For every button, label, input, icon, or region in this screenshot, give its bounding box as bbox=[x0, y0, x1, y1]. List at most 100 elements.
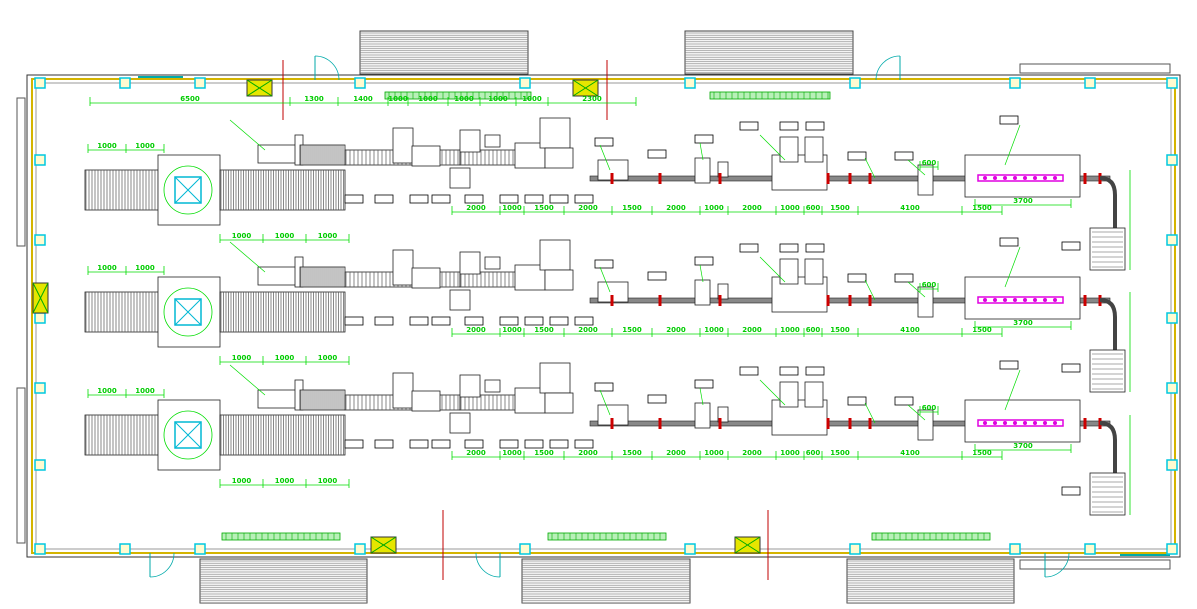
column bbox=[684, 543, 696, 555]
roller-conveyor bbox=[459, 149, 521, 166]
cartoning-base bbox=[544, 147, 574, 169]
equipment-label-box bbox=[647, 394, 667, 404]
column bbox=[34, 77, 46, 89]
filling-head bbox=[779, 136, 799, 163]
column bbox=[1009, 77, 1021, 89]
equipment-label-box bbox=[594, 137, 614, 147]
equipment-label-box bbox=[549, 439, 569, 449]
window-frame bbox=[871, 532, 991, 541]
column bbox=[1166, 382, 1178, 394]
curved-conveyor bbox=[1099, 176, 1117, 265]
dimension-label: 2000 bbox=[578, 326, 598, 334]
stopper bbox=[826, 418, 830, 429]
dimension-label: 1500 bbox=[622, 204, 642, 212]
dimension-label: 2000 bbox=[742, 204, 762, 212]
dimension-label: 600 bbox=[806, 326, 821, 334]
stacker bbox=[392, 372, 414, 409]
equipment-label-box bbox=[499, 439, 519, 449]
dimension-label: 1000 bbox=[502, 326, 522, 334]
leader-line bbox=[907, 281, 926, 298]
equipment-label-box bbox=[464, 316, 484, 326]
gripper bbox=[1013, 298, 1017, 302]
filling-head bbox=[804, 381, 824, 408]
turntable-cross bbox=[174, 421, 202, 449]
turntable-circle bbox=[163, 287, 213, 337]
gripper bbox=[983, 421, 987, 425]
dimension-label: 1500 bbox=[972, 204, 992, 212]
curved-conveyor bbox=[1099, 298, 1117, 387]
pallet-rack bbox=[1089, 349, 1126, 393]
turntable-platform bbox=[174, 421, 202, 449]
equipment-label-box bbox=[524, 439, 544, 449]
rollup-door bbox=[684, 30, 854, 75]
leader-line bbox=[599, 266, 611, 293]
dimension-label: 600 bbox=[806, 204, 821, 212]
equipment-label-box bbox=[344, 194, 364, 204]
equipment-label-box bbox=[549, 194, 569, 204]
dimension-label: 1000 bbox=[502, 449, 522, 457]
direction-box bbox=[411, 145, 441, 167]
equipment-label-box bbox=[1061, 241, 1081, 251]
stopper bbox=[826, 173, 830, 184]
equipment-label-box bbox=[805, 366, 825, 376]
dimension-label: 2300 bbox=[582, 95, 602, 103]
stopper bbox=[610, 295, 614, 306]
leader-line bbox=[759, 379, 786, 406]
equipment-label-box bbox=[999, 115, 1019, 125]
dimension-label: 1000 bbox=[135, 264, 155, 272]
dimension-label: 1000 bbox=[275, 354, 295, 362]
packing-machine bbox=[964, 154, 1081, 198]
turntable-frame bbox=[157, 399, 221, 471]
equipment-label-box bbox=[464, 439, 484, 449]
operator-station bbox=[449, 167, 471, 189]
gripper bbox=[1043, 298, 1047, 302]
leader-line bbox=[599, 389, 611, 416]
gripper bbox=[1033, 176, 1037, 180]
stopper bbox=[1083, 173, 1087, 184]
weighing-station bbox=[694, 279, 711, 306]
robot-cell bbox=[257, 144, 299, 164]
dimension-label: 1000 bbox=[275, 232, 295, 240]
column bbox=[34, 459, 46, 471]
column bbox=[1166, 154, 1178, 166]
gripper bbox=[1023, 298, 1027, 302]
stacker bbox=[392, 127, 414, 164]
leader-line bbox=[1004, 369, 1021, 411]
dimension-label: 1000 bbox=[704, 449, 724, 457]
column bbox=[34, 382, 46, 394]
dimension-label: 1000 bbox=[97, 387, 117, 395]
dimension-label: 1000 bbox=[232, 354, 252, 362]
sealing-machine bbox=[514, 387, 546, 414]
rollup-door bbox=[846, 558, 1015, 604]
column bbox=[1084, 77, 1096, 89]
roller-conveyor bbox=[299, 266, 346, 288]
dimension-label: 1000 bbox=[454, 95, 474, 103]
left-window-panel bbox=[16, 97, 26, 247]
roller-conveyor bbox=[299, 389, 346, 411]
rollup-door bbox=[521, 558, 691, 604]
cartoning-machine bbox=[539, 239, 571, 271]
stopper bbox=[868, 173, 872, 184]
column bbox=[1009, 543, 1021, 555]
door-frame bbox=[684, 30, 854, 75]
equipment-label-box bbox=[431, 316, 451, 326]
dimension-label: 1000 bbox=[135, 142, 155, 150]
dimension-label: 1500 bbox=[622, 449, 642, 457]
equipment-label-box bbox=[431, 194, 451, 204]
equipment-label-box bbox=[847, 151, 867, 161]
outer-wall bbox=[26, 74, 1181, 558]
top-right-panel bbox=[1019, 63, 1171, 74]
gripper bbox=[1023, 176, 1027, 180]
gripper bbox=[983, 176, 987, 180]
cartoning-base bbox=[544, 269, 574, 291]
control-panel bbox=[484, 134, 501, 148]
electrical-cabinet-marker bbox=[32, 282, 49, 314]
gripper bbox=[1003, 421, 1007, 425]
control-panel bbox=[484, 256, 501, 270]
gripper bbox=[993, 298, 997, 302]
bottom-right-panel bbox=[1019, 559, 1171, 570]
dimension-label: 1000 bbox=[704, 326, 724, 334]
equipment-label-box bbox=[779, 121, 799, 131]
weighing-station bbox=[694, 402, 711, 429]
labeling-machine bbox=[459, 374, 481, 398]
